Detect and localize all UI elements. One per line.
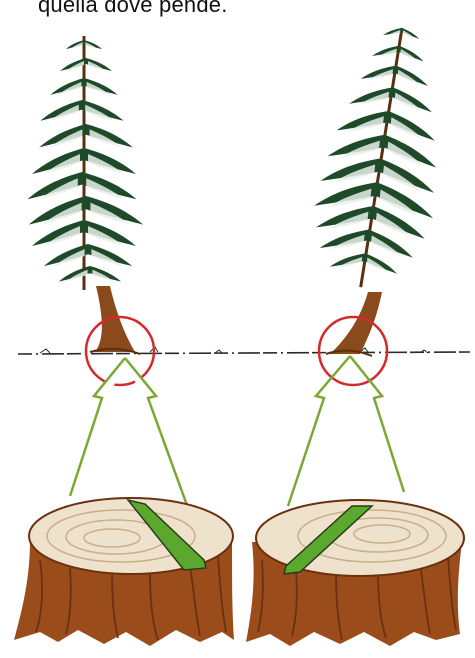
arrow-right — [288, 356, 404, 506]
stump-right — [246, 500, 464, 646]
foliage-right — [306, 21, 452, 294]
stump-left — [14, 498, 234, 646]
foliage-left — [27, 36, 143, 290]
arrow-left — [70, 358, 188, 508]
tree-right — [306, 21, 452, 356]
tree-left — [27, 36, 143, 354]
